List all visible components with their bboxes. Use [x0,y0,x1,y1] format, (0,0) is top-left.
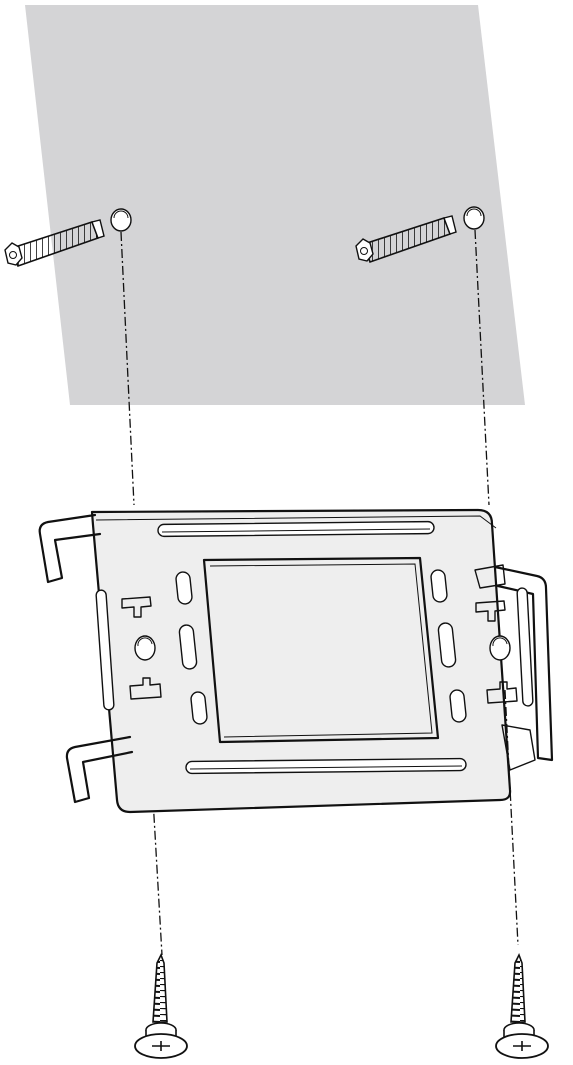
bracket-oval-slot [175,571,193,605]
bracket-slot-top [157,520,435,538]
bracket-oval-slot [190,691,208,725]
bracket-mounting-hole-left [134,635,156,661]
bracket-edge-slot [516,587,534,707]
wall-anchor-left [4,219,105,268]
bracket-mounting-hole-right [489,635,511,661]
bracket-oval-slot [449,689,467,723]
wall-hole-left [110,208,132,232]
screw-left [134,953,188,1059]
bracket-oval-slot [178,624,198,670]
mounting-bracket [38,508,554,814]
bracket-slot-bottom [185,757,467,775]
leader-line-right-upper [474,229,490,506]
bracket-latch [121,596,162,700]
bracket-edge-slot [95,589,115,711]
wall-anchor-right [355,215,457,264]
bracket-latch [475,600,518,704]
bracket-oval-slot [437,622,457,668]
bracket-center-opening [202,556,440,744]
wall-hole-right [463,206,485,230]
leader-line-left-upper [120,231,135,506]
wall-surface [25,5,525,405]
leader-line-right-lower [504,689,519,946]
screw-right [495,953,549,1059]
bracket-oval-slot [430,569,448,603]
leader-line-left-lower [146,694,163,956]
